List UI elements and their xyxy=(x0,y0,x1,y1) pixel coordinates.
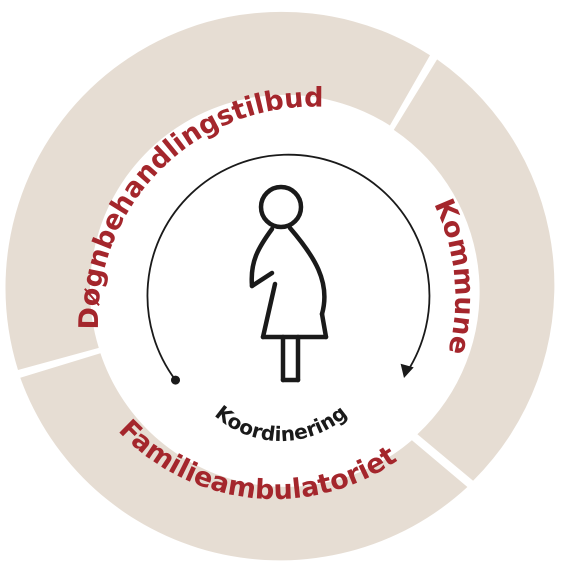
ring-segment-dogn xyxy=(5,11,430,370)
arc-start-dot xyxy=(171,375,180,385)
pregnant-woman-icon xyxy=(249,184,329,383)
coordination-arc xyxy=(146,153,431,381)
ring-segment-familie xyxy=(20,353,468,561)
arrowhead-icon xyxy=(400,363,414,378)
center-label-text: Koordinering xyxy=(211,400,352,446)
coordination-loop xyxy=(146,153,431,385)
ring-segment-kommune xyxy=(393,59,555,481)
ring xyxy=(5,11,555,561)
center-label: Koordinering xyxy=(211,400,352,446)
